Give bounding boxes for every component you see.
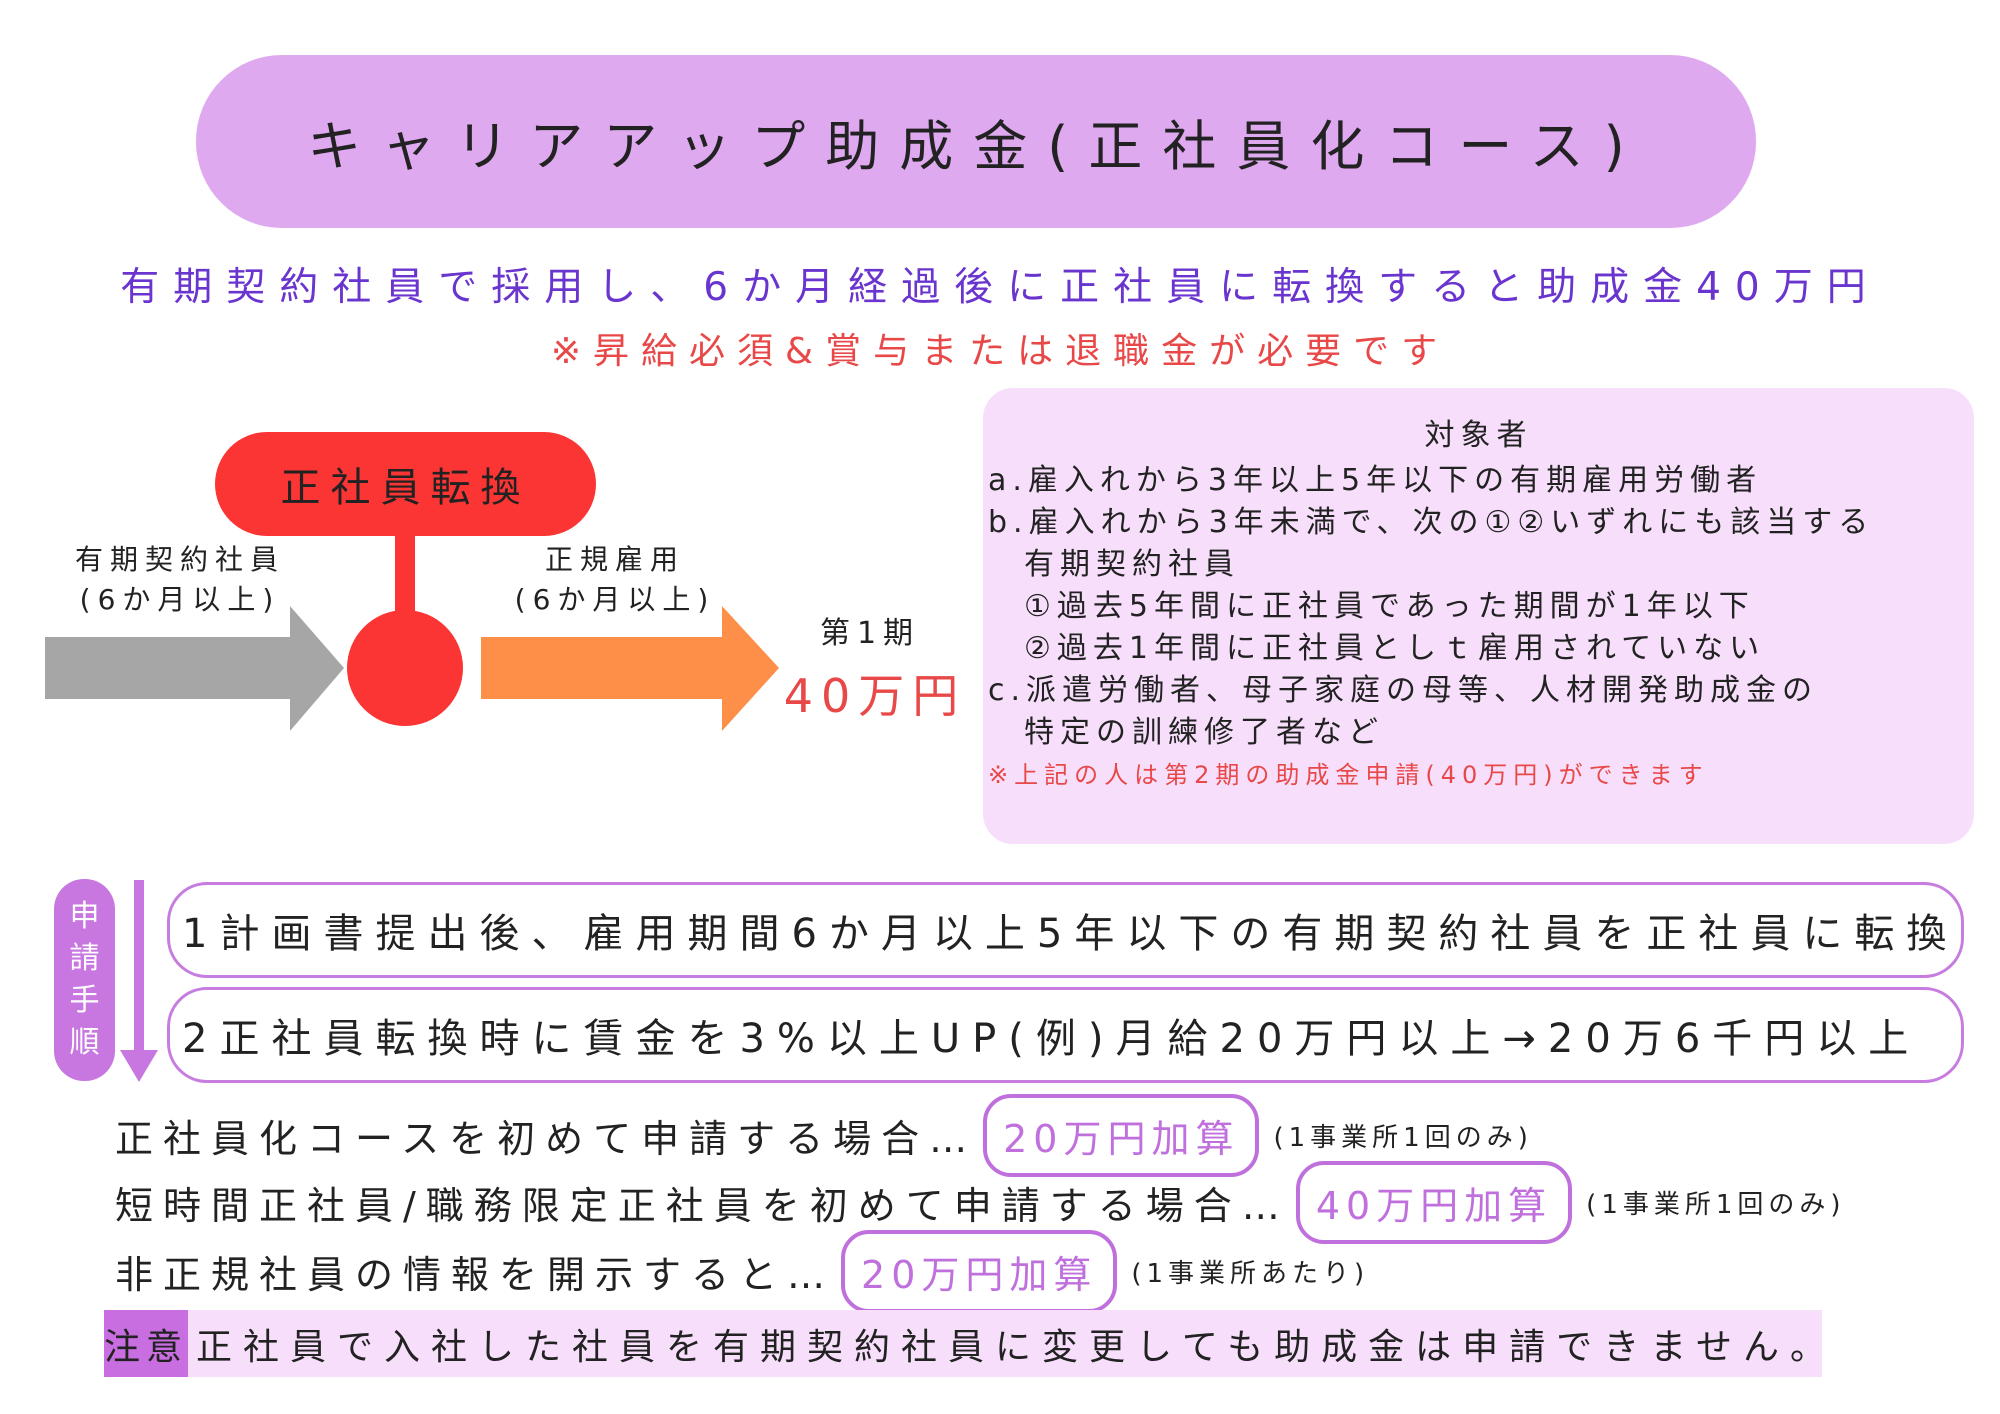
left-label: 有期契約社員 (6か月以上) xyxy=(40,540,320,620)
targets-footnote: ※上記の人は第2期の助成金申請(40万円)ができます xyxy=(988,761,1709,789)
targets-list: a.雇入れから3年以上5年以下の有期雇用労働者 b.雇入れから3年未満で、次の①… xyxy=(988,460,1874,796)
down-arrow-icon xyxy=(120,880,158,1082)
target-line: c.派遣労働者、母子家庭の母等、人材開発助成金の xyxy=(988,673,1819,708)
targets-heading: 対象者 xyxy=(1424,418,1533,453)
bonus-note: (1事業所あたり) xyxy=(1131,1259,1370,1289)
regular-period: (6か月以上) xyxy=(514,583,716,616)
requirement-note: ※昇給必須&賞与または退職金が必要です xyxy=(550,331,1450,372)
bonus-note: (1事業所1回のみ) xyxy=(1586,1190,1846,1220)
warning-bar: 注意 正社員で入社した社員を有期契約社員に変更しても助成金は申請できません。 xyxy=(104,1310,1826,1377)
bonus-text: 正社員化コースを初めて申請する場合… xyxy=(115,1117,978,1161)
procedure-step-2: 2正社員転換時に賃金を3%以上UP(例)月給20万円以上→20万6千円以上 xyxy=(167,987,1964,1083)
bonus-badge: 20万円加算 xyxy=(841,1230,1118,1313)
regular-label: 正規雇用 xyxy=(544,543,685,576)
targets-box xyxy=(983,388,1974,844)
target-line: 特定の訓練修了者など xyxy=(988,715,1384,750)
conversion-point xyxy=(347,610,463,726)
period-amount: 40万円 xyxy=(783,669,967,723)
target-line: 有期契約社員 xyxy=(988,547,1240,582)
period-label: 第1期 xyxy=(819,616,921,651)
bonus-badge: 20万円加算 xyxy=(983,1094,1260,1177)
procedure-step-1: 1計画書提出後、雇用期間6か月以上5年以下の有期契約社員を正社員に転換 xyxy=(167,882,1964,978)
bonus-note: (1事業所1回のみ) xyxy=(1273,1123,1533,1153)
page-title: キャリアアップ助成金(正社員化コース) xyxy=(196,55,1756,228)
bonus-row: 正社員化コースを初めて申請する場合… 20万円加算 (1事業所1回のみ) xyxy=(115,1094,1533,1177)
target-line: ①過去5年間に正社員であった期間が1年以下 xyxy=(988,589,1755,624)
procedure-char: 請 xyxy=(69,941,100,976)
target-line: b.雇入れから3年未満で、次の①②いずれにも該当する xyxy=(988,505,1875,540)
procedure-char: 手 xyxy=(69,983,100,1018)
orange-arrow xyxy=(481,606,779,731)
warning-text: 正社員で入社した社員を有期契約社員に変更しても助成金は申請できません。 xyxy=(196,1326,1838,1368)
gray-arrow xyxy=(45,606,344,731)
bonus-row: 短時間正社員/職務限定正社員を初めて申請する場合… 40万円加算 (1事業所1回… xyxy=(115,1161,1846,1244)
subtitle: 有期契約社員で採用し、6か月経過後に正社員に転換すると助成金40万円 xyxy=(120,265,1880,310)
target-line: a.雇入れから3年以上5年以下の有期雇用労働者 xyxy=(988,463,1763,498)
fixed-term-period: (6か月以上) xyxy=(79,583,281,616)
right-label: 正規雇用 (6か月以上) xyxy=(480,540,750,620)
bonus-badge: 40万円加算 xyxy=(1295,1161,1573,1244)
bonus-text: 短時間正社員/職務限定正社員を初めて申請する場合… xyxy=(115,1184,1290,1228)
procedure-label: 申 請 手 順 xyxy=(54,879,115,1081)
conversion-pill: 正社員転換 xyxy=(215,432,596,536)
procedure-char: 順 xyxy=(69,1025,100,1060)
warning-tag: 注意 xyxy=(104,1310,189,1377)
flow-arrows xyxy=(45,606,779,731)
target-line: ②過去1年間に正社員としｔ雇用されていない xyxy=(988,631,1766,666)
procedure-char: 申 xyxy=(69,899,100,934)
fixed-term-label: 有期契約社員 xyxy=(74,543,285,576)
bonus-text: 非正規社員の情報を開示すると… xyxy=(115,1253,836,1297)
connector-stem xyxy=(395,530,415,620)
bonus-row: 非正規社員の情報を開示すると… 20万円加算 (1事業所あたり) xyxy=(115,1230,1369,1313)
